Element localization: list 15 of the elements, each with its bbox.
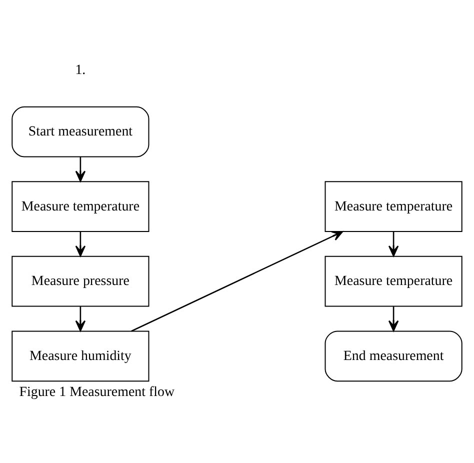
caption: Figure 1 Measurement flow [19,385,175,400]
arrow [388,232,399,257]
node-box: Measure humidity [12,330,150,382]
label: 1. [75,63,86,78]
node-box: Measure pressure [12,256,150,307]
node-box: Measure temperature [12,181,150,232]
node-box: End measurement [324,330,462,382]
arrow [75,157,86,182]
arrow [388,306,399,332]
node-box: Start measurement [12,106,150,158]
node-box: Measure temperature [324,181,462,232]
arrow [75,306,86,332]
node-box: Measure temperature [324,256,462,307]
arrow [75,232,86,257]
arrow [131,230,344,332]
